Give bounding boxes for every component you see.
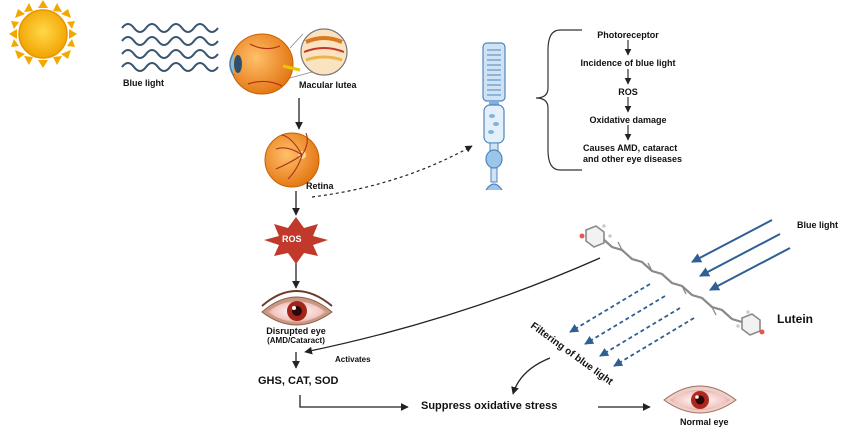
flow-arrows <box>292 98 651 411</box>
cascade-bracket <box>535 29 582 171</box>
cascade-step-photoreceptor: Photoreceptor <box>597 30 659 40</box>
lutein-label: Lutein <box>777 312 813 326</box>
suppress-oxidative-stress-label: Suppress oxidative stress <box>421 400 558 412</box>
normal-eye-label: Normal eye <box>680 417 729 427</box>
disrupted-eye-label-line1: Disrupted eye <box>266 326 326 336</box>
dashed-retina-to-rod-arrow <box>311 145 473 198</box>
cascade-step-incidence: Incidence of blue light <box>580 58 676 68</box>
filtered-blue-light-arrows <box>569 283 695 367</box>
blue-light-top-label: Blue light <box>123 78 164 88</box>
disrupted-eye-icon <box>261 290 333 326</box>
lutein-molecule-icon <box>579 224 765 336</box>
retina-label: Retina <box>306 181 334 191</box>
blue-light-waves-icon <box>121 23 219 72</box>
activates-label: Activates <box>335 355 371 364</box>
disrupted-eye-label: Disrupted eye (AMD/Cataract) <box>250 326 342 346</box>
blue-light-arrows <box>691 219 791 291</box>
blue-light-right-label: Blue light <box>797 220 838 230</box>
enzymes-label: GHS, CAT, SOD <box>258 375 339 387</box>
sun-icon <box>9 0 77 68</box>
rod-cell-icon <box>482 42 506 191</box>
ros-star-label: ROS <box>282 234 302 244</box>
normal-eye-icon <box>663 385 737 414</box>
disrupted-eye-label-line2: (AMD/Cataract) <box>267 336 325 346</box>
retina-icon <box>264 132 320 188</box>
macular-lutea-label: Macular lutea <box>299 80 357 90</box>
eyeball-icon <box>229 28 348 95</box>
cascade-step-ros: ROS <box>618 87 638 97</box>
cascade-step-causes-line1: Causes AMD, cataract <box>583 143 678 153</box>
cascade-step-oxidative-damage: Oxidative damage <box>589 115 667 125</box>
cascade-step-causes-line2: and other eye diseases <box>583 154 683 164</box>
ros-star-icon <box>264 217 328 264</box>
